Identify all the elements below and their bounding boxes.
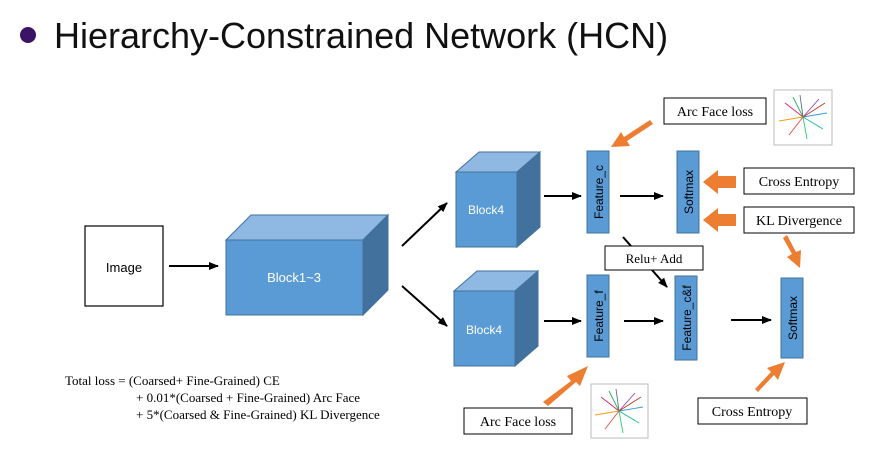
feature-cf-bar bbox=[674, 275, 698, 361]
arrow-block1-to-block4-top bbox=[401, 202, 448, 247]
feature-f-label: Feature_f bbox=[592, 290, 606, 342]
block4-top-label: Block4 bbox=[468, 203, 504, 217]
arcface-bottom-box bbox=[463, 407, 573, 435]
orange-arrow-kl-to-softmax-right bbox=[783, 235, 801, 268]
kl-divergence-box bbox=[743, 206, 855, 234]
cross-entropy-bottom-label: Cross Entropy bbox=[712, 405, 793, 420]
orange-arrow-ce-to-softmax-right bbox=[755, 362, 785, 392]
feature-cf-label: Feature_c&f bbox=[680, 285, 694, 351]
block1-3-label: Block1~3 bbox=[267, 270, 321, 285]
relu-add-box bbox=[604, 245, 704, 271]
softmax-top-bar bbox=[676, 150, 700, 234]
image-input-box bbox=[84, 225, 164, 307]
block4-bottom-cube: Block4 bbox=[452, 269, 540, 368]
block1-3-cube: Block1~3 bbox=[224, 213, 390, 317]
loss-formula-line3: + 5*(Coarsed & Fine-Grained) KL Divergen… bbox=[136, 407, 380, 422]
orange-arrow-ce-to-softmax-top bbox=[703, 170, 736, 194]
loss-formula-line1: Total loss = (Coarsed+ Fine-Grained) CE bbox=[65, 373, 280, 388]
cross-entropy-top-box bbox=[743, 167, 855, 195]
orange-arrow-arcface-to-feature-c bbox=[611, 120, 653, 147]
softmax-right-label: Softmax bbox=[786, 296, 800, 340]
cross-entropy-top-label: Cross Entropy bbox=[759, 175, 840, 190]
feature-f-bar bbox=[586, 274, 610, 358]
block4-top-cube: Block4 bbox=[454, 150, 542, 249]
image-input-label: Image bbox=[106, 260, 142, 275]
block4-bottom-label: Block4 bbox=[466, 323, 502, 337]
orange-arrow-kl-to-softmax-top bbox=[703, 208, 736, 232]
title-bullet-icon bbox=[20, 27, 36, 43]
feature-c-label: Feature_c bbox=[592, 165, 606, 219]
softmax-top-label: Softmax bbox=[682, 170, 696, 214]
kl-divergence-label: KL Divergence bbox=[756, 214, 842, 229]
slide-title: Hierarchy-Constrained Network (HCN) bbox=[54, 15, 668, 56]
arcface-top-box bbox=[663, 97, 767, 125]
arrow-block1-to-block4-bottom bbox=[401, 285, 448, 327]
orange-arrow-arcface-to-feature-f bbox=[543, 366, 588, 406]
arcface-embedding-icon-bottom bbox=[590, 383, 649, 439]
relu-add-label: Relu+ Add bbox=[626, 251, 683, 266]
cross-entropy-bottom-box bbox=[697, 397, 808, 425]
loss-formula-line2: + 0.01*(Coarsed + Fine-Grained) Arc Face bbox=[136, 390, 360, 405]
arcface-bottom-label: Arc Face loss bbox=[480, 415, 556, 430]
arcface-embedding-icon bbox=[773, 89, 833, 146]
softmax-right-bar bbox=[780, 277, 804, 359]
feature-c-bar bbox=[586, 150, 610, 234]
arcface-top-label: Arc Face loss bbox=[677, 105, 753, 120]
